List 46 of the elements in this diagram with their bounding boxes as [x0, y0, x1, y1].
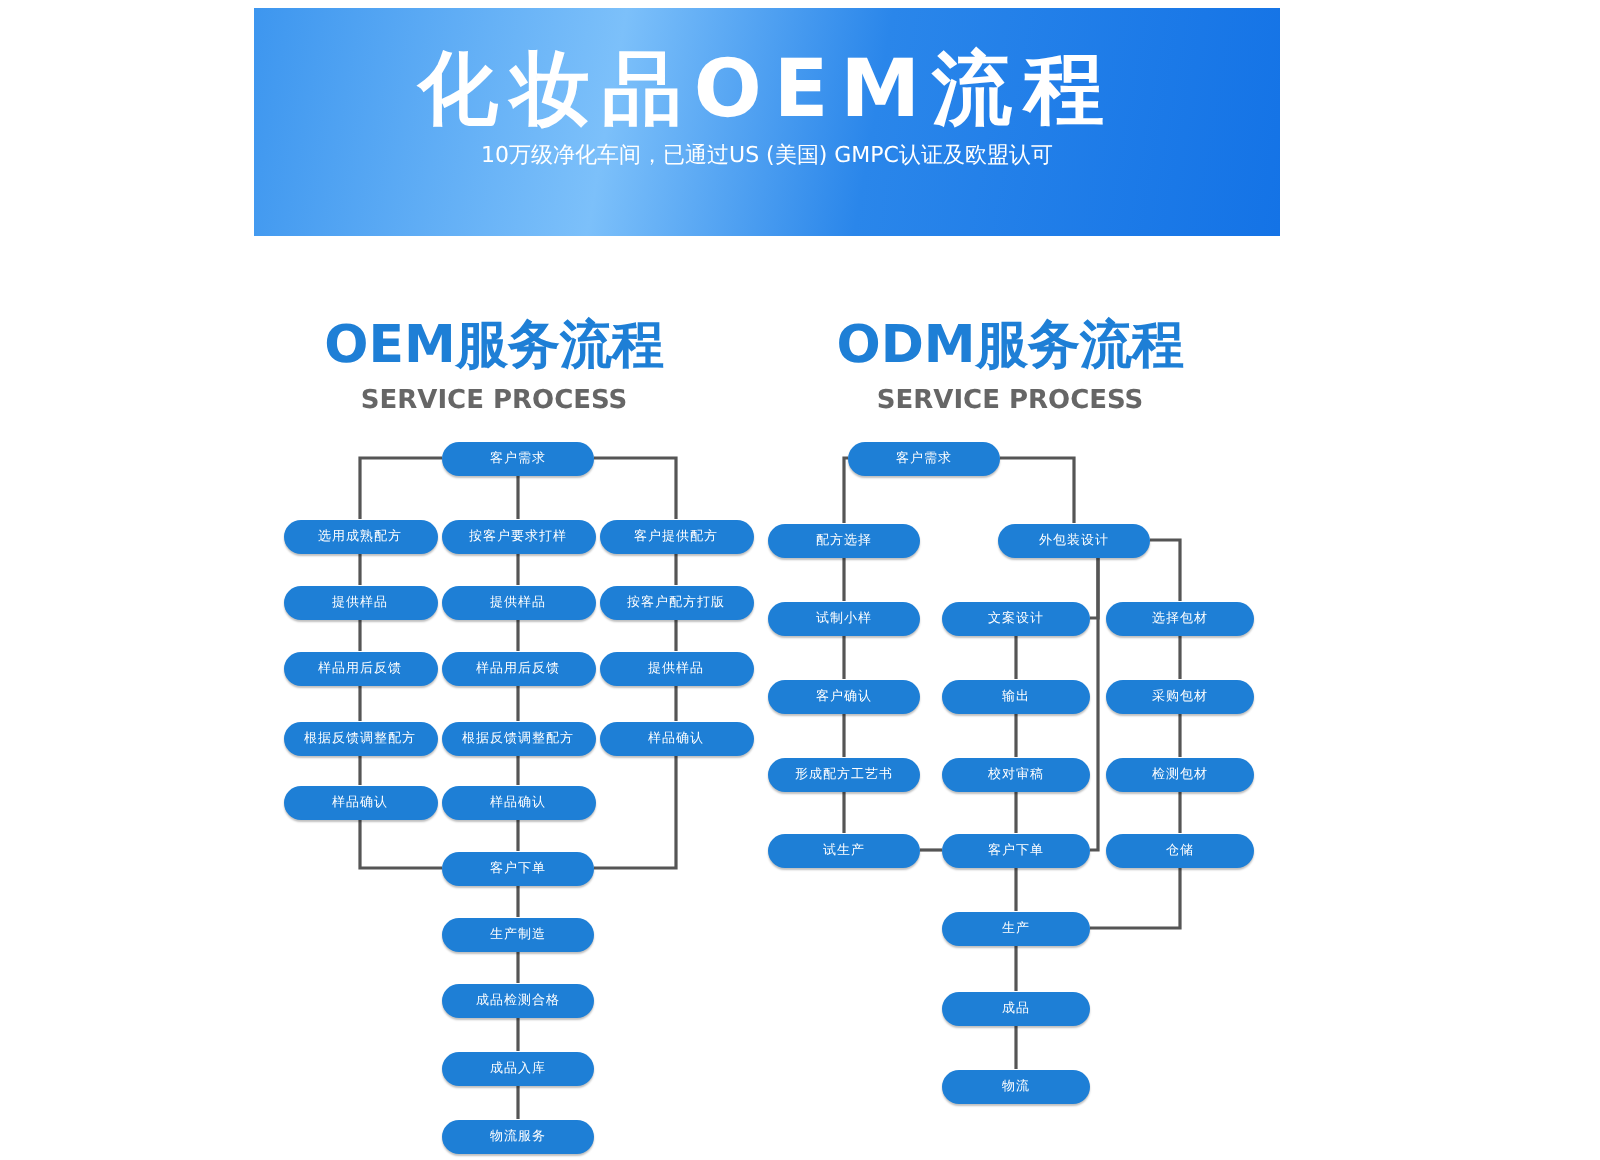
section-subheading: SERVICE PROCESS: [358, 384, 630, 418]
connector-line: [516, 475, 520, 519]
connector-line: [1014, 867, 1018, 911]
connector-line: [594, 755, 678, 870]
connector-line: [516, 1085, 520, 1119]
connector-line: [842, 713, 846, 757]
connector-line: [516, 755, 520, 785]
connector-line: [1178, 713, 1182, 757]
connector-line: [516, 619, 520, 651]
connector-line: [358, 685, 362, 721]
connector-line: [1178, 791, 1182, 833]
connector-line: [842, 557, 846, 601]
connector-line: [358, 456, 442, 519]
title: 化妆品OEM流程: [414, 44, 1119, 136]
connector-line: [1014, 635, 1018, 679]
connector-line: [1090, 867, 1182, 930]
connector-line: [516, 951, 520, 983]
connector-line: [1014, 945, 1018, 991]
connector-line: [1014, 1025, 1018, 1069]
connector-line: [516, 685, 520, 721]
connector-line: [594, 456, 678, 519]
connector-line: [1014, 791, 1018, 833]
connector-line: [920, 848, 942, 852]
connector-line: [1000, 456, 1076, 523]
connector-line: [674, 685, 678, 721]
connector-line: [674, 553, 678, 585]
connector-line: [1014, 713, 1018, 757]
section-heading: ODM服务流程: [834, 316, 1186, 376]
connector-line: [1178, 635, 1182, 679]
connector-line: [674, 619, 678, 651]
connector-line: [358, 755, 362, 785]
connector-line: [842, 791, 846, 833]
section-heading: OEM服务流程: [322, 316, 666, 376]
connector-line: [358, 553, 362, 585]
connector-line: [516, 553, 520, 585]
connector-line: [842, 456, 848, 523]
connector-line: [1150, 538, 1182, 601]
subtitle: 10万级净化车间，已通过US (美国) GMPC认证及欧盟认可: [479, 140, 1055, 170]
connector-line: [516, 1017, 520, 1051]
connector-line: [516, 885, 520, 917]
connector-line: [358, 819, 442, 870]
connector-line: [516, 819, 520, 851]
section-subheading: SERVICE PROCESS: [874, 384, 1146, 418]
connector-line: [1090, 557, 1100, 852]
connector-line: [358, 619, 362, 651]
connector-line: [842, 635, 846, 679]
